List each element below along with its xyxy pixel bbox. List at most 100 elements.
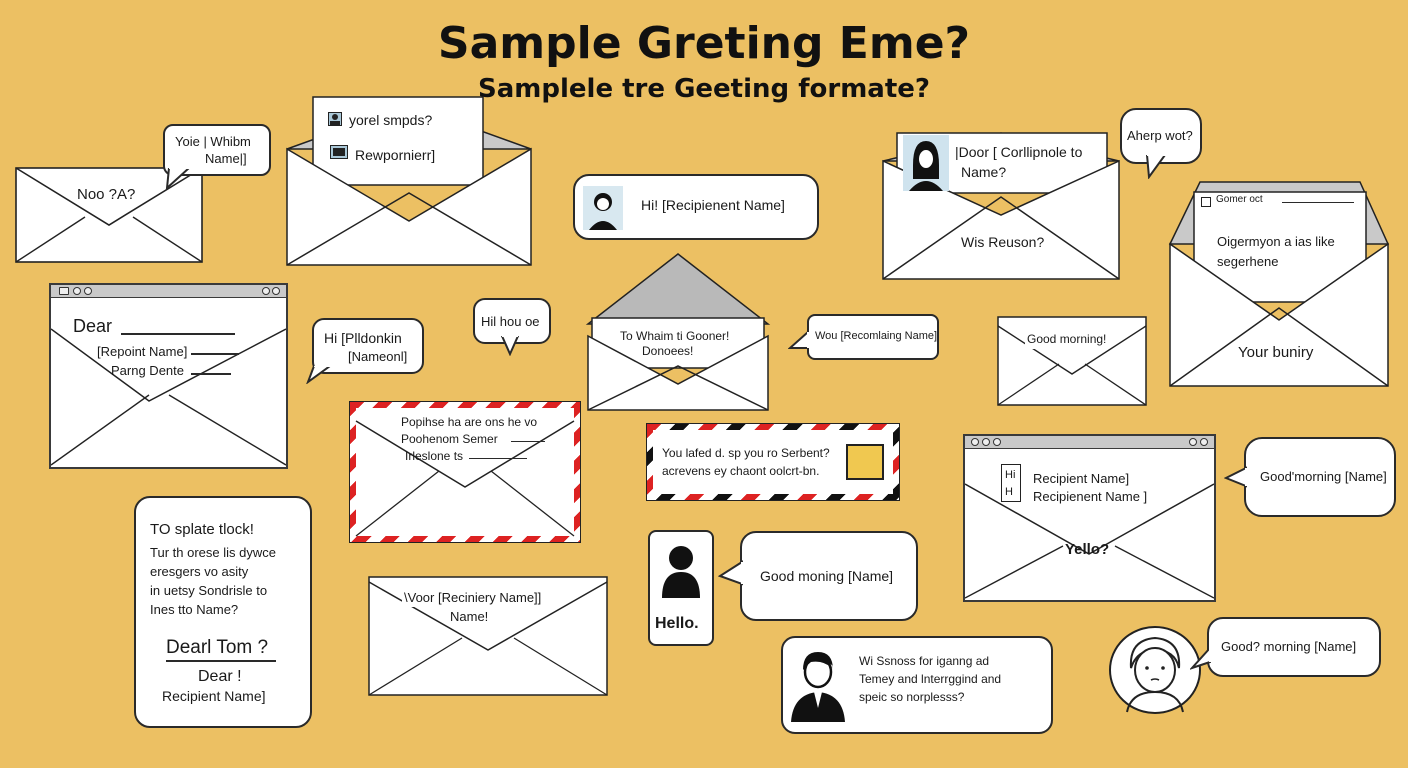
checkbox-icon (1201, 197, 1211, 207)
speech-bubble-good-moning: Good moning [Name] (740, 531, 918, 621)
window-titlebar (965, 436, 1214, 449)
window-dot-icon (262, 287, 270, 295)
note-line-7: Dear ! (198, 668, 242, 685)
window-dot-icon (1200, 438, 1208, 446)
envelope-open-card: yorel smpds? Rewpornierr] (286, 96, 532, 267)
page-title: Sample Greting Eme? (437, 18, 971, 69)
card-line-2: Oigermyon a ias like (1217, 234, 1335, 249)
bubble-tail-icon (1224, 466, 1248, 488)
bubble-tail-icon (1145, 155, 1167, 179)
bubble-tail-icon (788, 330, 810, 349)
flap-text: Wis Reuson? (961, 234, 1045, 250)
envelope-your-buniry: Gomer oct Oigermyon a ias like segerhene… (1168, 178, 1390, 388)
envelope-to-whom: To Whaim ti Gooner! Donoees! (585, 253, 771, 412)
message-icon (330, 145, 348, 159)
note-line-3: eresgers vo asity (150, 564, 249, 579)
page-subtitle: Samplele tre Geeting formate? (478, 74, 930, 104)
speech-bubble-good-morning-2: Good? morning [Name] (1207, 617, 1381, 677)
bubble-line-2: Temey and lnterrggind and (859, 672, 1002, 686)
bubble-text: Hi! [Recipienent Name] (641, 197, 785, 213)
menu-icon (59, 287, 69, 295)
woman-avatar-icon (903, 135, 949, 191)
speech-bubble-recomlaing: Wou [Recomlaing Name] (807, 314, 939, 360)
envelope-reciniery: \Voor [Reciniery Name]] Name! (368, 576, 608, 696)
rule-line (469, 458, 527, 459)
card-line-3: segerhene (1217, 254, 1279, 269)
recipient-line: [Repoint Name] (97, 344, 188, 359)
bubble-line-2: Name|] (205, 151, 247, 166)
speech-bubble-temey: Wi Ssnoss for iganng ad Temey and lnterr… (781, 636, 1053, 734)
envelope-line-1: You lafed d. sp you ro Serbent? (662, 446, 830, 460)
person-card-hello: Hello. (648, 530, 714, 646)
airmail-envelope-1: Popihse ha are ons he vo Poohenom Semer … (349, 401, 581, 543)
bubble-line-1: Yoie | Whibm (175, 134, 251, 149)
envelope-line-1: Popihse ha are ons he vo (401, 414, 538, 430)
window-titlebar (51, 285, 286, 298)
envelope-line-2: Poohenom Semer (401, 431, 498, 447)
card-line-1: yorel smpds? (349, 112, 433, 128)
envelope-text: Noo ?A? (77, 186, 136, 203)
bubble-tail-icon (165, 168, 191, 190)
sender-line: Parng Dente (111, 363, 184, 378)
note-line-6: Dearl Tom ? (166, 637, 269, 658)
window-dot-icon (982, 438, 990, 446)
bubble-tail-icon (306, 366, 332, 384)
note-card: TO splate tlock! Tur th orese lis dywce … (134, 496, 312, 728)
window-dot-icon (84, 287, 92, 295)
bubble-line-3: speic so norplesss? (859, 690, 965, 704)
envelope-flap-icon (51, 328, 286, 466)
card-line-2: Rewpornierr] (355, 147, 436, 163)
address-box-line-2: H (1005, 486, 1013, 498)
dear-label: Dear (73, 316, 113, 336)
airmail-envelope-2: You lafed d. sp you ro Serbent? acrevens… (646, 423, 900, 501)
flap-text: Your buniry (1238, 344, 1314, 361)
bubble-text: Wou [Recomlaing Name] (815, 330, 938, 342)
envelope-line-1: \Voor [Reciniery Name]] (402, 588, 544, 607)
recipient-line-2: Recipienent Name ] (1033, 489, 1148, 504)
speech-bubble-plldonkin: Hi [Plldonkin [Nameonl] (312, 318, 424, 374)
rule-line (1282, 202, 1354, 203)
bubble-tail-icon (500, 336, 520, 356)
speech-bubble-hi-recipient: Hi! [Recipienent Name] (573, 174, 819, 240)
rule-line (191, 353, 239, 355)
card-line-2: Donoees! (642, 344, 694, 358)
bubble-text: Hil hou oe (481, 314, 540, 329)
note-line-8: Recipient Name] (162, 688, 266, 704)
bubble-text: Good moning [Name] (760, 568, 894, 584)
note-line-1: TO splate tlock! (150, 521, 254, 538)
woman-avatar-icon (583, 186, 623, 230)
recipient-line-1: Recipient Name] (1033, 471, 1130, 486)
envelope-woman-card: |Door [ Corllipnole to Name? Wis Reuson? (882, 131, 1120, 281)
bubble-text: Good'morning [Name] (1260, 469, 1387, 484)
envelope-outline-icon (585, 253, 771, 411)
rule-line (191, 373, 231, 375)
card-line-1: |Door [ Corllipnole to (955, 144, 1083, 160)
note-line-2: Tur th orese lis dywce (150, 545, 276, 560)
window-envelope-yello: Hi H Recipient Name] Recipienent Name ] … (963, 434, 1216, 602)
bubble-line-1: Hi [Plldonkin (324, 330, 402, 346)
window-dot-icon (971, 438, 979, 446)
user-icon (328, 112, 342, 126)
speech-bubble-good-morning: Good'morning [Name] (1244, 437, 1396, 517)
bubble-text: Good? morning [Name] (1221, 639, 1357, 654)
rule-line (511, 441, 545, 442)
card-line-2: Name? (961, 164, 1007, 180)
bubble-tail-icon (718, 560, 744, 586)
envelope-text: Good morning! (1025, 330, 1109, 349)
card-line-1: To Whaim ti Gooner! (620, 329, 730, 343)
rule-line (166, 660, 276, 662)
envelope-flap-icon (965, 483, 1214, 599)
envelope-line-3: Irleslone ts (405, 449, 464, 463)
person-silhouette-icon (662, 546, 700, 598)
envelope-line-2: acrevens ey chaont oolcrt-bn. (662, 464, 820, 478)
stamp-box (846, 444, 884, 480)
window-dot-icon (272, 287, 280, 295)
speech-bubble-hil-hou: Hil hou oe (473, 298, 551, 344)
window-dot-icon (1189, 438, 1197, 446)
window-dot-icon (73, 287, 81, 295)
envelope-line-2: Name! (448, 607, 491, 626)
envelope-good-morning: Good morning! (997, 316, 1147, 406)
bubble-line-1: Wi Ssnoss for iganng ad (859, 654, 990, 668)
person-card-text: Hello. (655, 615, 699, 632)
